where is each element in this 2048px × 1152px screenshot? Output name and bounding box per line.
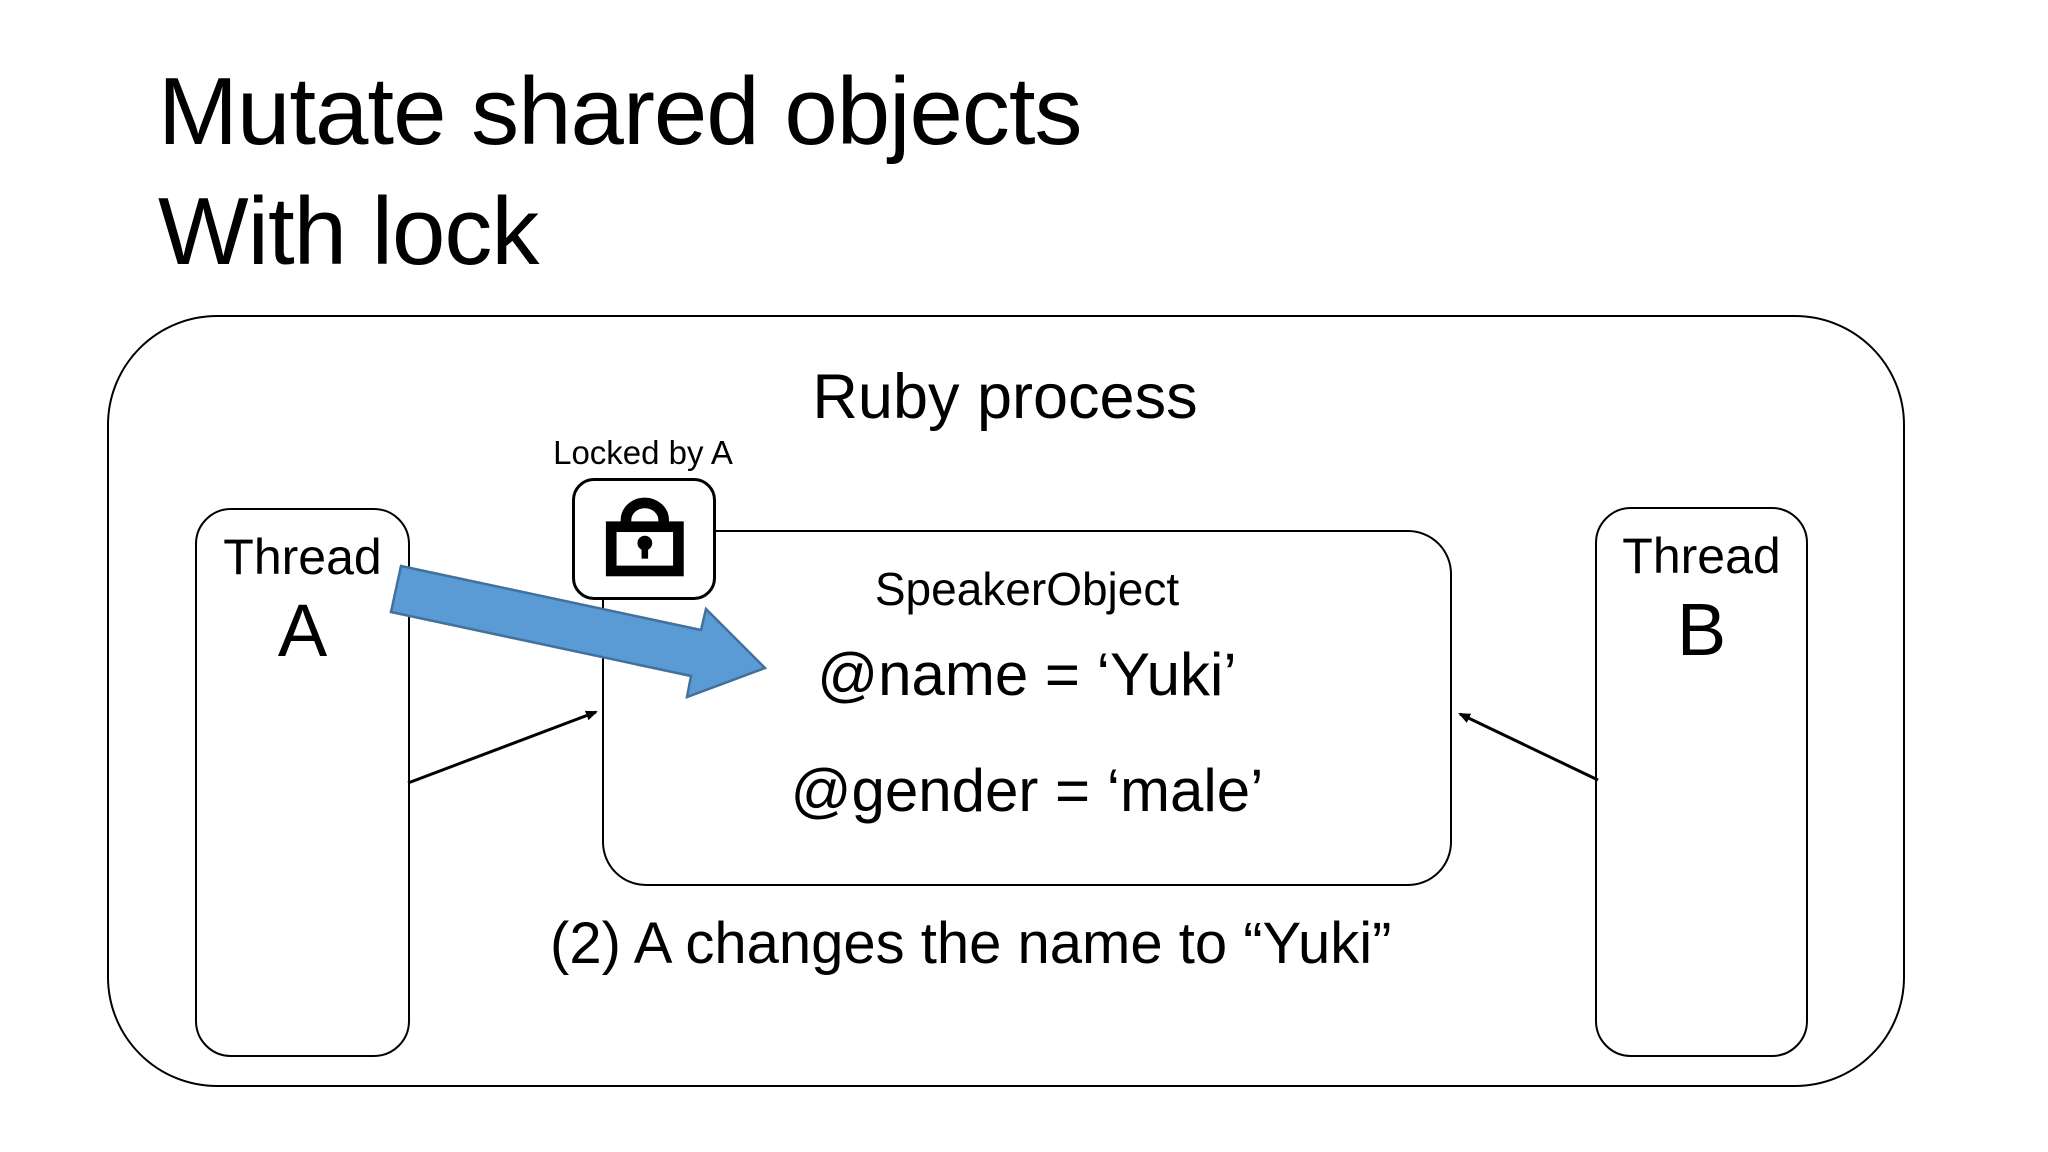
speaker-attr-name: @name = ‘Yuki’ <box>817 641 1237 709</box>
lock-label: Locked by A <box>553 434 733 471</box>
thread-a-box: Thread A <box>195 508 410 1057</box>
thread-a-label: Thread <box>223 529 382 585</box>
thread-b-name: B <box>1676 588 1727 671</box>
speaker-object-title: SpeakerObject <box>874 563 1180 615</box>
slide-title-line1: Mutate shared objects <box>158 58 1083 165</box>
speaker-attr-gender: @gender = ‘male’ <box>790 757 1264 825</box>
ruby-process-label: Ruby process <box>812 362 1198 432</box>
speaker-object-box: SpeakerObject @name = ‘Yuki’ @gender = ‘… <box>602 530 1452 886</box>
slide-title-line2: With lock <box>158 178 539 285</box>
caption: (2) A changes the name to “Yuki” <box>550 911 1392 976</box>
lock-box <box>572 478 716 600</box>
thread-b-label: Thread <box>1622 528 1781 584</box>
thread-b-box: Thread B <box>1595 507 1808 1057</box>
thread-a-name: A <box>277 589 328 672</box>
lock-icon <box>605 497 684 577</box>
